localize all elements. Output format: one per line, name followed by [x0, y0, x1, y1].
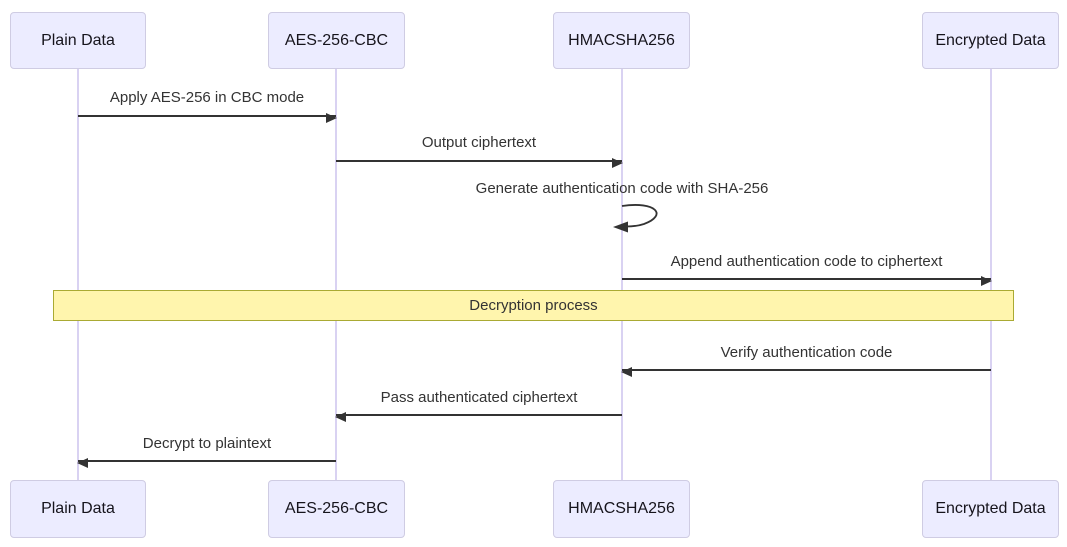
note-label: Decryption process [469, 297, 598, 314]
message-arrow-decrypt-plaintext [77, 458, 336, 468]
actor-bottom-aes-256-cbc: AES-256-CBC [268, 480, 405, 538]
lifeline-encrypted-data [990, 69, 992, 480]
actor-top-hmacsha256: HMACSHA256 [553, 12, 690, 69]
message-label-verify-auth-code: Verify authentication code [720, 344, 893, 361]
actor-label: HMACSHA256 [568, 500, 675, 517]
arrowhead-left-icon [335, 412, 346, 422]
message-label-generate-auth-code: Generate authentication code with SHA-25… [475, 180, 769, 197]
lifeline-hmacsha256 [621, 69, 623, 480]
actor-bottom-hmacsha256: HMACSHA256 [553, 480, 690, 538]
actor-top-aes-256-cbc: AES-256-CBC [268, 12, 405, 69]
actor-label: AES-256-CBC [284, 31, 389, 49]
self-loop-arrow [613, 204, 658, 233]
message-label-decrypt-plaintext: Decrypt to plaintext [142, 435, 272, 452]
arrowhead-right-icon [612, 158, 623, 168]
arrowhead-right-icon [326, 113, 337, 123]
message-arrow-verify-auth-code [621, 367, 991, 377]
arrowhead-left-icon [77, 458, 88, 468]
lifeline-plain-data [77, 69, 79, 480]
arrowhead-left-icon [621, 367, 632, 377]
message-arrow-output-ciphertext [336, 158, 623, 168]
actor-top-encrypted-data: Encrypted Data [922, 12, 1059, 69]
actor-label: Plain Data [41, 500, 115, 517]
actor-label: Encrypted Data [935, 500, 1046, 517]
message-label-apply-aes: Apply AES-256 in CBC mode [109, 89, 305, 106]
actor-label: HMACSHA256 [568, 31, 675, 49]
actor-label: AES-256-CBC [284, 500, 389, 517]
message-label-append-auth-code: Append authentication code to ciphertext [670, 253, 943, 270]
lifeline-aes-256-cbc [335, 69, 337, 480]
actor-top-plain-data: Plain Data [10, 12, 146, 69]
arrowhead-right-icon [981, 276, 992, 286]
message-label-pass-ciphertext: Pass authenticated ciphertext [380, 389, 578, 406]
actor-label: Encrypted Data [935, 31, 1046, 49]
message-arrow-pass-ciphertext [335, 412, 622, 422]
message-label-output-ciphertext: Output ciphertext [421, 134, 537, 151]
note-decryption-process: Decryption process [53, 290, 1014, 321]
actor-label: Plain Data [41, 31, 115, 49]
actor-bottom-plain-data: Plain Data [10, 480, 146, 538]
message-arrow-apply-aes [78, 113, 337, 123]
actor-bottom-encrypted-data: Encrypted Data [922, 480, 1059, 538]
message-arrow-append-auth-code [622, 276, 992, 286]
